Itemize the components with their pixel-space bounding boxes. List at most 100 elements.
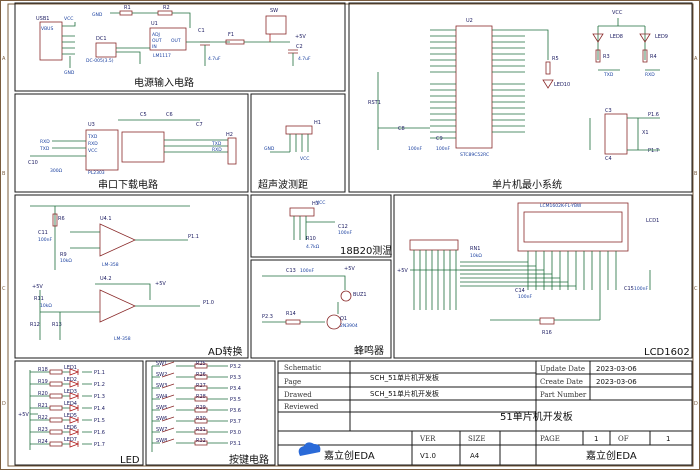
key-row-resistor: [194, 440, 208, 446]
mcu-vcc: VCC: [612, 10, 623, 16]
led9-ref: LED9: [655, 34, 668, 40]
row-label-b: B: [2, 171, 6, 177]
key-row-switch: [161, 372, 175, 378]
usb-gnd-label: GND: [64, 70, 75, 76]
usb-vbus-label: VBUS: [41, 26, 53, 32]
title-serial: 串口下载电路: [98, 178, 158, 191]
c7-ref: C7: [196, 122, 203, 128]
h2-header: [227, 137, 237, 165]
led-row-led-ref: LED4: [64, 401, 77, 407]
c11-value: 100nF: [38, 237, 52, 243]
u1-part: LM1117: [153, 53, 171, 59]
tb-size-label: SIZE: [468, 435, 486, 443]
key-row-port: P3.4: [230, 386, 241, 392]
serial-txd: TXD: [39, 146, 50, 152]
panel-buzzer: [250, 259, 392, 359]
led-row-led-ref: LED6: [64, 425, 77, 431]
u41-ref: U4.1: [100, 216, 112, 222]
c10-ref: C10: [28, 160, 38, 166]
panel-mcu: [348, 2, 693, 193]
lcd-circuit: LCM1602K-FL-YBW LCD1 RN1 10kΩ +5V C14 10…: [397, 202, 659, 336]
key-row-sw-ref: SW4: [156, 394, 167, 400]
led8-ref: LED8: [610, 34, 623, 40]
dc1-part: DC-005(3.5): [86, 58, 114, 64]
inner-frame: [7, 3, 694, 467]
key-row-port: P3.7: [230, 419, 241, 425]
op-amp-2: [99, 289, 136, 323]
led-row-port: P1.7: [94, 442, 105, 448]
r6-ref: R6: [58, 216, 65, 222]
rst-ref: RST1: [368, 100, 381, 106]
usb-connector: [39, 21, 63, 61]
tb-board-name: 51单片机开发板: [500, 410, 573, 423]
c15-ref: C15: [624, 286, 634, 292]
buzzer: [340, 290, 352, 302]
led-row-resistor: [49, 429, 63, 435]
r9-ref: R9: [60, 252, 67, 258]
key-row-resistor: [194, 385, 208, 391]
key-row-switch: [161, 427, 175, 433]
key-row-sw-ref: SW1: [156, 361, 167, 367]
ad-p5v: +5V: [32, 284, 43, 290]
led-row-led-ref: LED5: [64, 413, 77, 419]
c11-ref: C11: [38, 230, 48, 236]
ultrasonic-circuit: H1 GND VCC: [264, 120, 321, 162]
lcd1-ref: LCD1: [646, 218, 659, 224]
panel-keys: [145, 360, 276, 466]
led-row-diode: [69, 428, 80, 436]
h2-txd: TXD: [211, 141, 222, 147]
key-row-switch: [161, 405, 175, 411]
c1-ref: C1: [198, 28, 205, 34]
row-label-a-right: A: [694, 56, 698, 62]
c12-value: 100nF: [338, 230, 352, 236]
tb-schematic-label: Schematic: [284, 364, 321, 372]
serial-rxd: RXD: [40, 139, 50, 145]
u3-ref: U3: [88, 122, 95, 128]
ad-circuit: R6 C11 100nF R9 10kΩ U4.1 LM-358 P1.1 +5…: [30, 205, 214, 342]
led-p5v: +5V: [18, 412, 29, 418]
r10-value: 4.7kΩ: [306, 244, 320, 250]
led-row-port: P1.6: [94, 430, 105, 436]
rn1-ref: RN1: [470, 246, 480, 252]
tb-create-label: Create Date: [540, 378, 583, 386]
key-row-port: P3.5: [230, 397, 241, 403]
u1-in: IN: [152, 44, 157, 50]
c2-ref: C2: [296, 44, 303, 50]
f1-ref: F1: [228, 32, 234, 38]
h1-ref: H1: [314, 120, 321, 126]
buz1-ref: BUZ1: [353, 292, 367, 298]
title-mcu: 单片机最小系统: [492, 178, 562, 191]
row-label-d: D: [2, 401, 6, 407]
tb-page-value: SCH_51单片机开发板: [370, 389, 439, 398]
tb-create-value: 2023-03-06: [596, 378, 637, 386]
led-row-r-ref: R21: [38, 403, 48, 409]
key-row-sw-ref: SW6: [156, 416, 167, 422]
c14-value: 100nF: [518, 294, 532, 300]
q1-ref: Q1: [340, 316, 347, 322]
q1-part: 2N3904: [340, 323, 358, 329]
key-row-switch: [161, 383, 175, 389]
key-row-resistor: [194, 418, 208, 424]
tb-drawed-label: Drawed: [284, 391, 312, 399]
title-keys: 按键电路: [229, 453, 269, 466]
mcu-txd: TXD: [603, 72, 614, 78]
r12-ref: R12: [30, 322, 40, 328]
key-row-switch: [161, 416, 175, 422]
led-row-led-ref: LED2: [64, 377, 77, 383]
key-row-port: P3.6: [230, 408, 241, 414]
lcd-module: [517, 202, 629, 252]
key-row-sw-ref: SW2: [156, 372, 167, 378]
dc1-ref: DC1: [96, 36, 107, 42]
u2-chip: [455, 25, 493, 149]
c9-value: 100nF: [436, 146, 450, 152]
c13-value: 100nF: [300, 268, 314, 274]
h3-ref: H3: [312, 201, 319, 207]
led-row-port: P1.5: [94, 418, 105, 424]
panel-ds18b20: [250, 194, 392, 258]
r5-ref: R5: [552, 56, 559, 62]
row-label-c-right: C: [694, 286, 698, 292]
title-ds18b20: 18B20测温: [340, 244, 392, 257]
power-circuit: USB1 VBUS VCC GND GND R1 R2 U1 ADJ OUT I…: [36, 5, 311, 76]
buzzer-p5v: +5V: [344, 266, 355, 272]
key-row-sw-ref: SW5: [156, 405, 167, 411]
